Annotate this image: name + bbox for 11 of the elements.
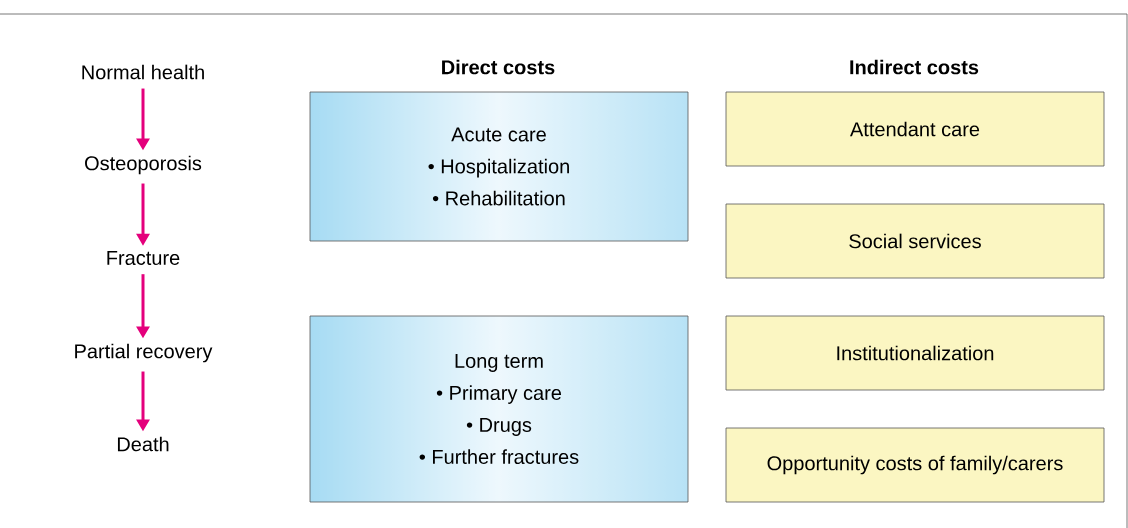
stage-label: Partial recovery xyxy=(75,343,213,363)
cost-box: Opportunity costs of family/carers xyxy=(725,427,1105,503)
stage-label: Osteoporosis xyxy=(85,155,202,175)
cost-box: Institutionalization xyxy=(725,315,1105,391)
stage-label: Fracture xyxy=(107,251,180,265)
cost-box: Long term • Primary care • Drugs • Further fractures xyxy=(309,315,689,503)
stage-label: Normal health xyxy=(82,64,204,80)
cost-box: Acute care • Hospitalization • Rehabilitation xyxy=(309,91,689,242)
stage-label: Death xyxy=(117,436,169,452)
cost-box: Attendant care xyxy=(725,91,1105,167)
cost-box: Social services xyxy=(725,203,1105,279)
